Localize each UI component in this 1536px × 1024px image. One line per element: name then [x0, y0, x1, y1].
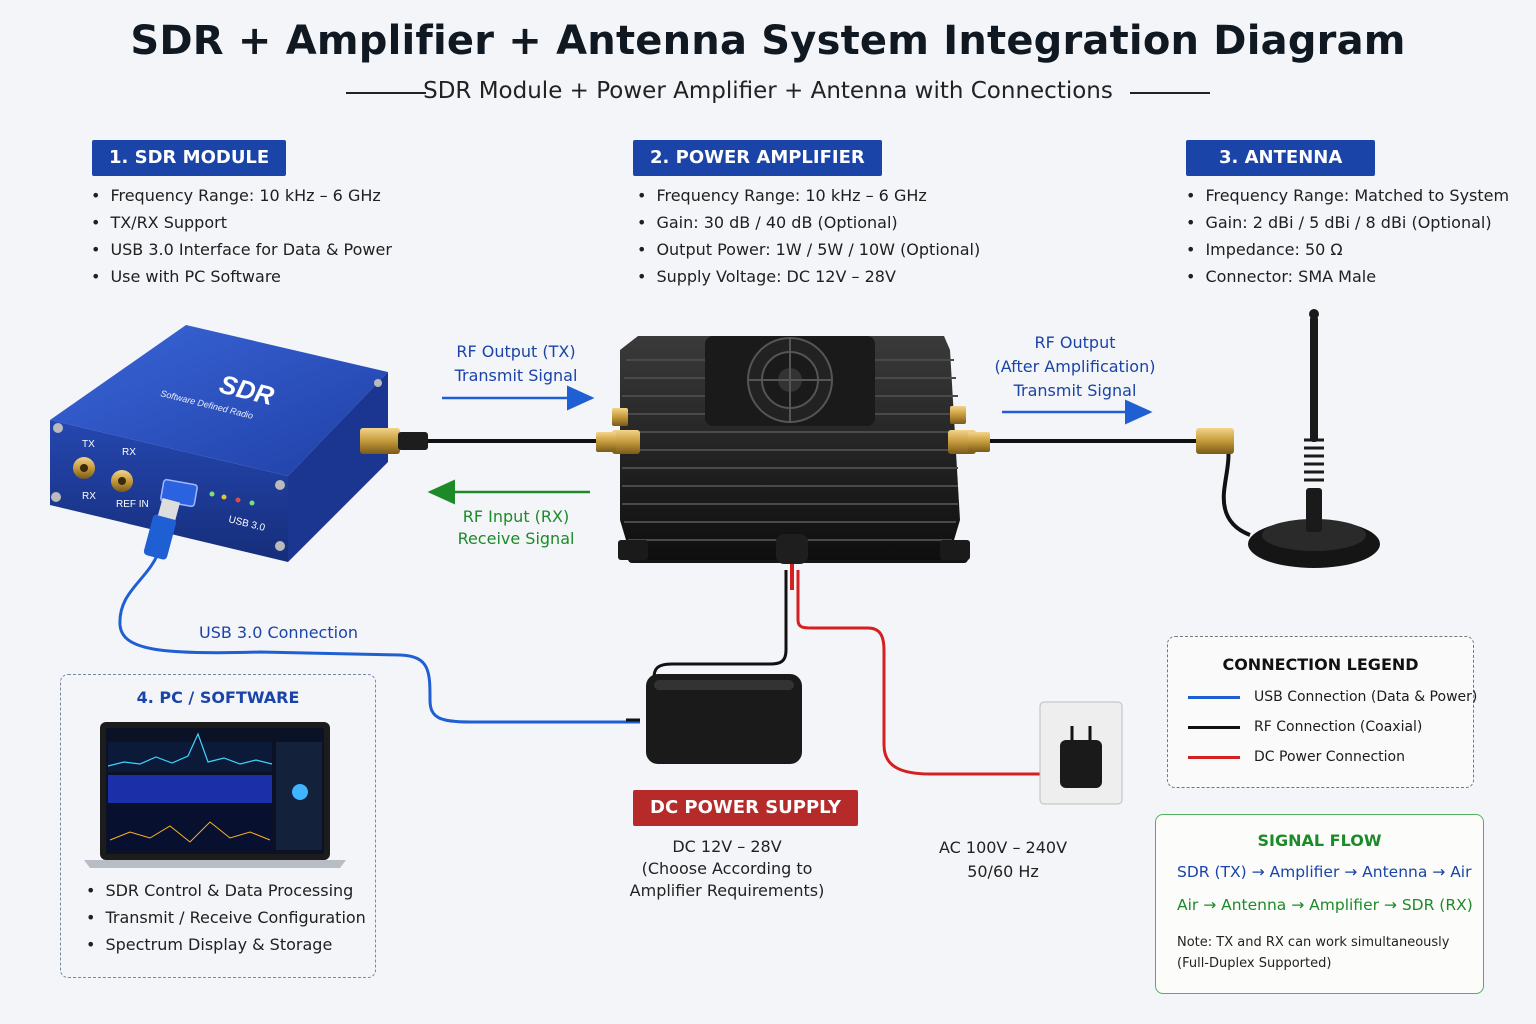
dc-line2: (Choose According to: [641, 859, 813, 878]
spec-item: Frequency Range: 10 kHz – 6 GHz: [637, 182, 980, 209]
page-subtitle: SDR Module + Power Amplifier + Antenna w…: [423, 78, 1113, 104]
dc-line1: DC 12V – 28V: [672, 837, 782, 856]
legend-swatch-usb: [1188, 696, 1240, 699]
subtitle-wrap: SDR Module + Power Amplifier + Antenna w…: [0, 78, 1536, 104]
sdr-device: SDR Software Defined Radio TX RX RX REF …: [50, 325, 428, 562]
sdr-badge: 1. SDR MODULE: [92, 140, 287, 176]
dc-cable-black: [652, 570, 788, 679]
legend-swatch-dc: [1188, 756, 1240, 759]
laptop: [84, 722, 346, 868]
amplifier-badge: 2. POWER AMPLIFIER: [633, 140, 882, 176]
legend-swatch-rf: [1188, 726, 1240, 729]
spec-item: SDR Control & Data Processing: [86, 877, 366, 904]
dc-line3: Amplifier Requirements): [629, 881, 825, 900]
signal-flow-tx: SDR (TX) → Amplifier → Antenna → Air: [1177, 863, 1472, 881]
spec-item: Supply Voltage: DC 12V – 28V: [637, 263, 980, 290]
signal-flow-title: SIGNAL FLOW: [1257, 831, 1382, 850]
rf-output-amplified-label: RF Output (After Amplification) Transmit…: [990, 331, 1160, 403]
note-line1: Note: TX and RX can work simultaneously: [1177, 935, 1450, 950]
spec-item: Output Power: 1W / 5W / 10W (Optional): [637, 236, 980, 263]
rf-output-tx-label: RF Output (TX) Transmit Signal: [436, 340, 596, 388]
rf-amp-line3: Transmit Signal: [1013, 381, 1137, 400]
rf-amp-line2: (After Amplification): [994, 357, 1156, 376]
spec-item: Impedance: 50 Ω: [1186, 236, 1509, 263]
rf-input-rx-line1: RF Input (RX): [462, 507, 570, 526]
amplifier-specs: Frequency Range: 10 kHz – 6 GHz Gain: 30…: [637, 182, 980, 290]
spec-item: Frequency Range: Matched to System: [1186, 182, 1509, 209]
sdr-specs: Frequency Range: 10 kHz – 6 GHz TX/RX Su…: [91, 182, 392, 290]
spec-item: Transmit / Receive Configuration: [86, 904, 365, 931]
rf-output-tx-line2: Transmit Signal: [454, 366, 578, 385]
antenna-specs: Frequency Range: Matched to System Gain:…: [1186, 182, 1509, 290]
ac-power-text: AC 100V – 240V 50/60 Hz: [918, 836, 1088, 884]
legend-label: DC Power Connection: [1254, 749, 1405, 765]
spec-item: Spectrum Display & Storage: [86, 931, 366, 958]
connection-legend: CONNECTION LEGEND USB Connection (Data &…: [1167, 636, 1478, 788]
spec-item: Frequency Range: 10 kHz – 6 GHz: [91, 182, 392, 209]
port-label-tx: TX: [82, 439, 95, 450]
ac-line2: 50/60 Hz: [967, 862, 1039, 881]
power-amplifier: [596, 336, 990, 564]
page-title: SDR + Amplifier + Antenna System Integra…: [130, 18, 1406, 64]
usb-connection-label-wrap: USB 3.0 Connection: [199, 623, 358, 642]
legend-title: CONNECTION LEGEND: [1222, 655, 1419, 674]
rf-input-rx-line2: Receive Signal: [457, 529, 575, 548]
rf-amp-line1: RF Output: [1034, 333, 1116, 352]
dc-power-text: DC 12V – 28V (Choose According to Amplif…: [622, 836, 832, 902]
subtitle-rule-left: [346, 92, 426, 94]
usb-connection-label: USB 3.0 Connection: [199, 623, 358, 642]
antenna-badge: 3. ANTENNA: [1186, 140, 1376, 176]
legend-label: USB Connection (Data & Power): [1254, 689, 1478, 705]
spec-item: Use with PC Software: [91, 263, 392, 290]
legend-label: RF Connection (Coaxial): [1254, 719, 1423, 735]
usb-cable: [118, 547, 640, 724]
dc-power-badge: DC POWER SUPPLY: [633, 790, 858, 826]
rf-input-rx-label: RF Input (RX) Receive Signal: [436, 506, 596, 550]
subtitle-rule-right: [1130, 92, 1210, 94]
signal-flow-rx: Air → Antenna → Amplifier → SDR (RX): [1177, 896, 1473, 914]
spec-item: Connector: SMA Male: [1186, 263, 1509, 290]
pc-software-box: [60, 674, 376, 978]
ac-line1: AC 100V – 240V: [938, 838, 1068, 857]
rf-coax-antenna-drop: [1219, 439, 1251, 537]
pc-specs: SDR Control & Data Processing Transmit /…: [86, 877, 366, 958]
wall-socket: [1039, 701, 1123, 805]
antenna-device: [1196, 309, 1380, 568]
spec-item: USB 3.0 Interface for Data & Power: [91, 236, 392, 263]
dc-cable-red: [796, 570, 1048, 776]
port-label-ref: REF IN: [116, 499, 149, 510]
signal-flow-note: Note: TX and RX can work simultaneously …: [1177, 932, 1449, 974]
spec-item: TX/RX Support: [91, 209, 392, 236]
signal-flow-box: SIGNAL FLOW SDR (TX) → Amplifier → Anten…: [1155, 814, 1484, 994]
note-line2: (Full-Duplex Supported): [1177, 956, 1332, 971]
pc-title: 4. PC / SOFTWARE: [136, 688, 300, 707]
dc-power-brick: [626, 674, 802, 764]
rf-output-tx-line1: RF Output (TX): [456, 342, 576, 361]
spec-item: Gain: 2 dBi / 5 dBi / 8 dBi (Optional): [1186, 209, 1509, 236]
port-label-rx2: RX: [82, 491, 96, 502]
port-label-rx: RX: [122, 447, 136, 458]
spec-item: Gain: 30 dB / 40 dB (Optional): [637, 209, 980, 236]
